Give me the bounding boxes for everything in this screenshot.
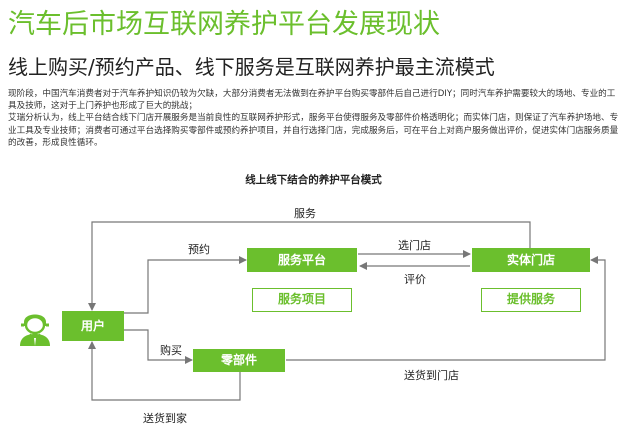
label-review: 评价 [404, 273, 426, 286]
diagram-title: 线上线下结合的养护平台模式 [245, 174, 382, 186]
edge-appointment [124, 256, 247, 314]
page-title: 汽车后市场互联网养护平台发展现状 [8, 9, 440, 40]
label-appointment: 预约 [188, 243, 210, 256]
label-purchase: 购买 [160, 344, 182, 357]
node-provide-service: 提供服务 [481, 288, 581, 312]
label-deliver-to-store: 送货到门店 [404, 369, 459, 382]
edge-service [88, 221, 531, 311]
node-service-items: 服务项目 [252, 288, 352, 312]
label-service: 服务 [294, 207, 316, 220]
label-choose-store: 选门店 [398, 239, 431, 252]
edge-purchase [124, 329, 193, 364]
body-text: 现阶段，中国汽车消费者对于汽车养护知识仍较为欠缺，大部分消费者无法做到在养护平台… [8, 88, 620, 149]
body-paragraph-1: 现阶段，中国汽车消费者对于汽车养护知识仍较为欠缺，大部分消费者无法做到在养护平台… [8, 89, 616, 112]
node-physical-store: 实体门店 [472, 248, 590, 272]
edge-deliver-to-store [286, 256, 606, 361]
page-subtitle: 线上购买/预约产品、线下服务是互联网养护最主流模式 [8, 55, 495, 79]
edge-deliver-home [88, 341, 241, 401]
node-user: 用户 [62, 311, 124, 341]
node-parts: 零部件 [193, 349, 285, 372]
body-paragraph-2: 艾瑞分析认为，线上平台结合线下门店开展服务是当前良性的互联网养护形式，服务平台使… [8, 113, 619, 148]
label-deliver-home: 送货到家 [143, 412, 187, 425]
user-icon [20, 314, 50, 346]
node-service-platform: 服务平台 [247, 248, 357, 272]
